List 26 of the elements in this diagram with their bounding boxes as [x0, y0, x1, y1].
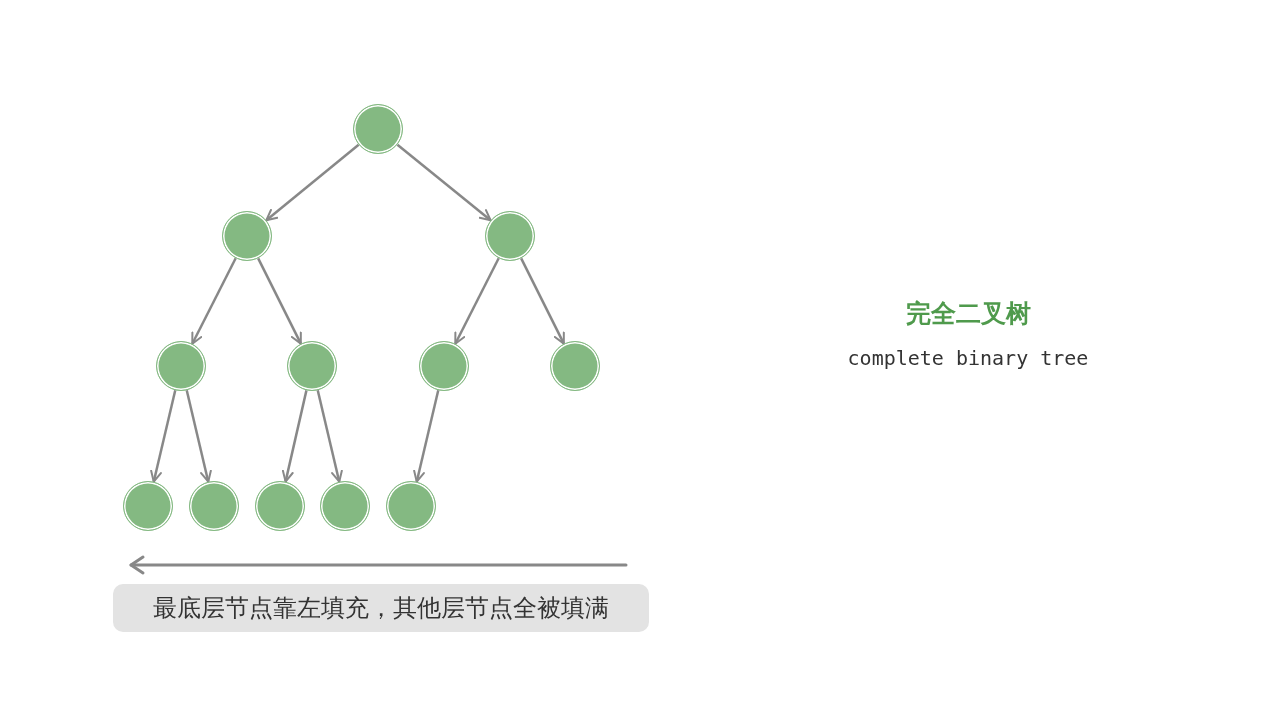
- subtitle: complete binary tree: [846, 346, 1090, 370]
- tree-node: [255, 481, 305, 531]
- tree-node: [320, 481, 370, 531]
- tree-node: [386, 481, 436, 531]
- tree-node: [550, 341, 600, 391]
- arrow: [413, 390, 440, 483]
- tree-node: [222, 211, 272, 261]
- tree-node: [189, 481, 239, 531]
- tree-node: [287, 341, 337, 391]
- caption-box: 最底层节点靠左填充，其他层节点全被填满: [113, 584, 649, 632]
- title: 完全二叉树: [904, 298, 1032, 330]
- tree-node: [123, 481, 173, 531]
- arrow: [185, 390, 212, 483]
- tree-node: [156, 341, 206, 391]
- arrow: [191, 257, 237, 345]
- arrow: [454, 257, 500, 345]
- arrow: [316, 390, 343, 483]
- arrow: [520, 257, 565, 345]
- arrow: [257, 257, 302, 345]
- arrow: [281, 390, 308, 483]
- arrow: [265, 143, 360, 222]
- arrow: [150, 390, 177, 483]
- tree-node: [485, 211, 535, 261]
- tree-node: [353, 104, 403, 154]
- arrow: [396, 143, 492, 222]
- tree-node: [419, 341, 469, 391]
